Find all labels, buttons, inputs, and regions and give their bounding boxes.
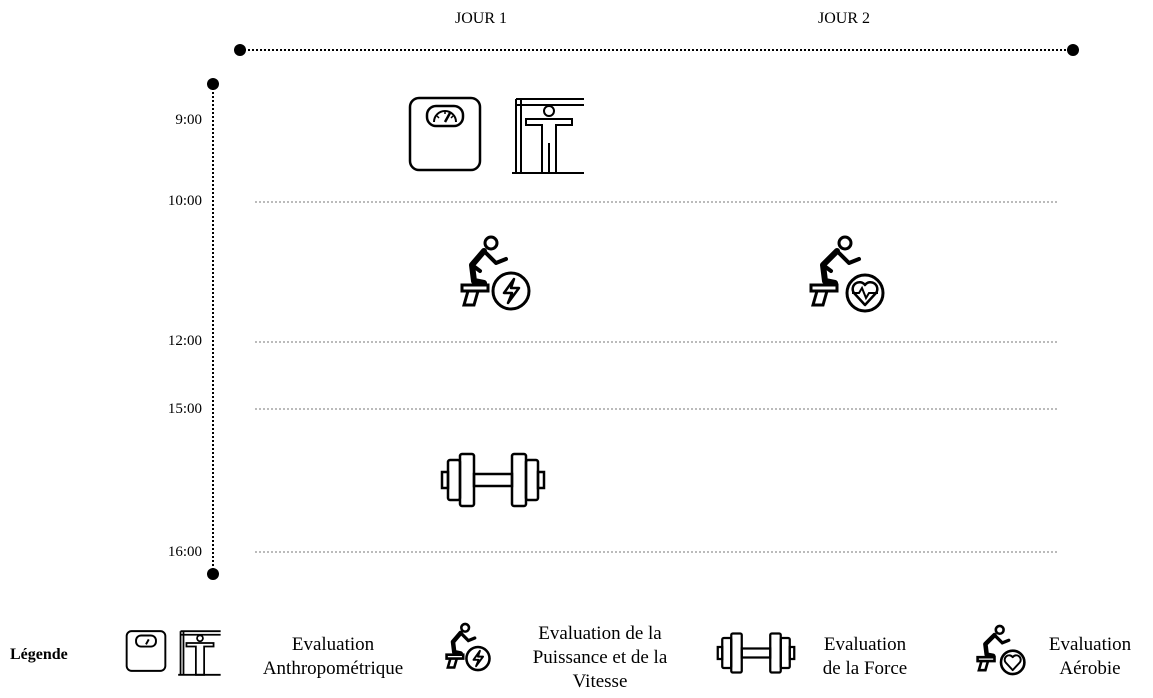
dumbbell-icon: [440, 452, 546, 508]
time-label-15: 15:00: [167, 401, 202, 417]
day-label-2: JOUR 2: [818, 10, 871, 27]
time-label-9: 9:00: [175, 112, 202, 128]
time-axis-end-dot: [207, 568, 219, 580]
legend-height-measure-icon: [178, 630, 221, 676]
weighing-scale-icon: [408, 96, 482, 172]
legend-item-power-speed: Evaluation de la Puissance et de la Vite…: [505, 622, 695, 694]
legend-text-line: de la Force: [822, 658, 908, 679]
legend-text-line: Evaluation: [291, 634, 375, 655]
day-label-1: JOUR 1: [455, 10, 508, 27]
legend-text-line: Evaluation: [823, 634, 907, 655]
legend-text-line: Aérobie: [1059, 658, 1121, 679]
legend-cyclist-heart-icon: [976, 624, 1026, 676]
legend-text-line: Evaluation de la: [538, 623, 662, 644]
height-measure-icon: [512, 98, 584, 174]
legend-text-line: Vitesse: [572, 671, 628, 692]
time-label-10: 10:00: [167, 193, 202, 209]
legend-item-strength: Evaluation de la Force: [800, 633, 930, 681]
legend-cyclist-power-icon: [445, 622, 491, 672]
legend-weighing-scale-icon: [125, 630, 167, 672]
legend-item-anthropometric: Evaluation Anthropométrique: [238, 633, 428, 681]
legend-text-line: Anthropométrique: [262, 658, 404, 679]
legend-item-aerobic: Evaluation Aérobie: [1030, 633, 1150, 681]
cyclist-power-icon: [460, 235, 531, 311]
legend-dumbbell-icon: [716, 632, 796, 674]
legend-title: Légende: [10, 646, 68, 663]
time-label-16: 16:00: [167, 544, 202, 560]
cyclist-heart-icon: [809, 235, 885, 313]
time-label-12: 12:00: [167, 333, 202, 349]
legend-text-line: Evaluation: [1048, 634, 1132, 655]
day-axis-end-dot: [1067, 44, 1079, 56]
legend-text-line: Puissance et de la: [532, 647, 668, 668]
day-axis-start-dot: [234, 44, 246, 56]
time-axis-start-dot: [207, 78, 219, 90]
